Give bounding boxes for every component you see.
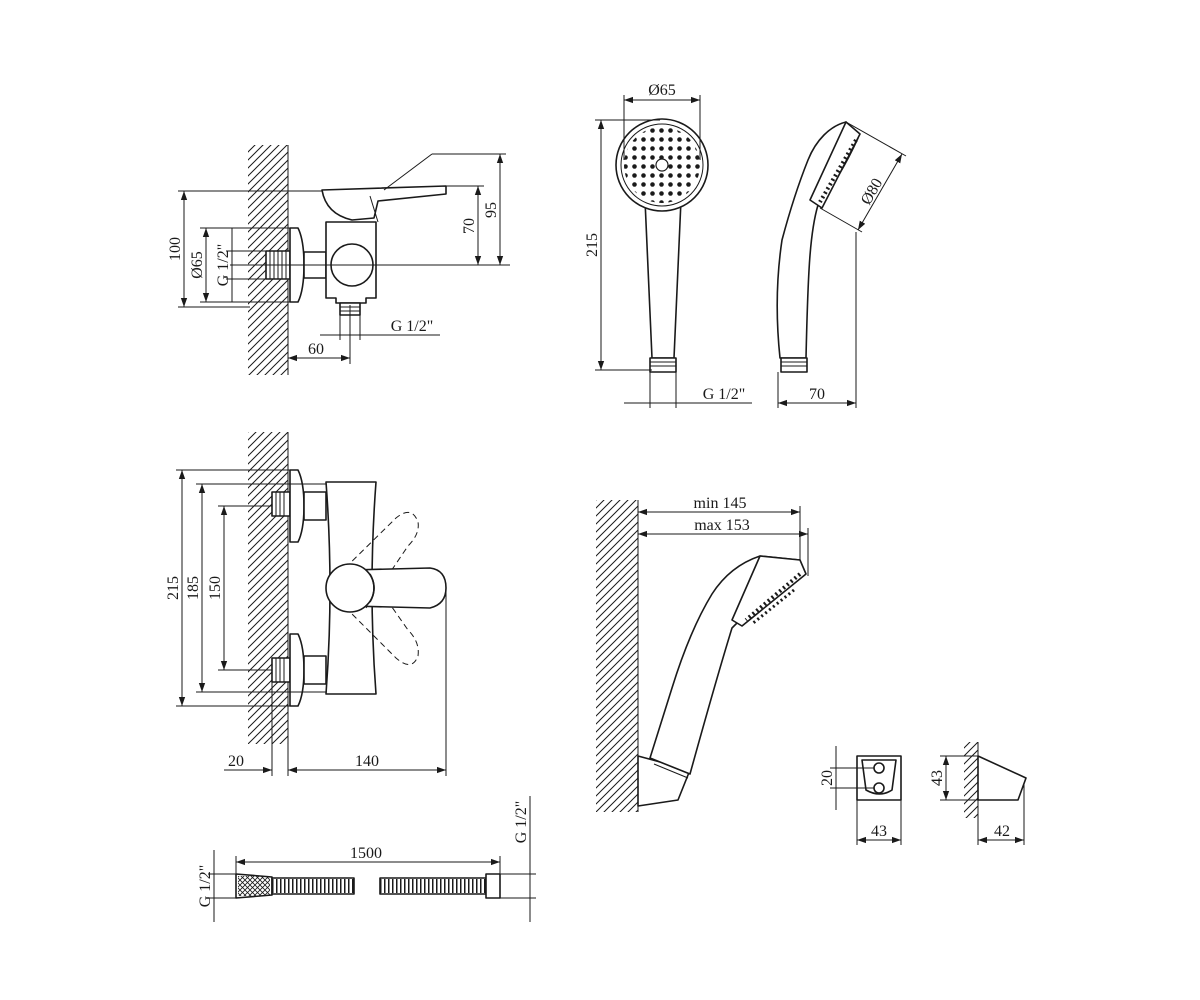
- dim-43-side-label: 43: [929, 770, 946, 786]
- shower-connector: [649, 357, 677, 373]
- dim-140-label: 140: [355, 753, 379, 770]
- mounted-nozzles-alt: [751, 588, 795, 626]
- connector-thread: [650, 361, 676, 367]
- dim-1500-label: 1500: [350, 845, 382, 862]
- hose-view: 1500 G 1/2" G 1/2": [197, 796, 536, 922]
- dim-g12-hose-left-label: G 1/2": [197, 865, 214, 908]
- dim-80-label: Ø80: [858, 176, 887, 208]
- dim-80-line: [857, 153, 903, 231]
- mixer-side-view: 100 Ø65 G 1/2" 70 95 G 1/2" 60: [167, 145, 510, 375]
- dim-70-label: 70: [461, 218, 478, 234]
- holder-side-view: 43 42: [929, 742, 1027, 845]
- shower-head-plate: [809, 121, 861, 209]
- hose-end-ferrule: [485, 873, 501, 899]
- dim-65-label: Ø65: [189, 251, 206, 279]
- lever-alt-down: [337, 569, 419, 665]
- dim-42-label: 42: [994, 823, 1010, 840]
- side-connector-thread: [781, 361, 807, 367]
- dim-g12-shower-label: G 1/2": [703, 386, 746, 403]
- mixer-front-view: 215 185 150 20 140: [165, 432, 447, 776]
- ext-line: [819, 207, 863, 233]
- wall-hatch: [248, 432, 288, 744]
- lever-hub-line: [369, 573, 375, 603]
- holder-side-shape: [977, 755, 1027, 801]
- dim-65-top-label: Ø65: [648, 82, 676, 99]
- holder-screw-top: [873, 762, 885, 774]
- shower-body-side: [776, 121, 859, 359]
- pipe-thread: [275, 658, 285, 682]
- nozzle-row-side: [818, 138, 858, 204]
- dim-min-145-label: min 145: [694, 495, 747, 512]
- dim-70-shower-label: 70: [809, 386, 825, 403]
- hose-cone-knurl: [238, 876, 270, 896]
- dim-95-label: 95: [483, 202, 500, 218]
- dim-215-front-label: 215: [165, 576, 182, 600]
- dim-185-label: 185: [185, 576, 202, 600]
- nozzle-center: [655, 158, 669, 172]
- mounted-shower-body: [649, 555, 801, 775]
- dim-43-holder-label: 43: [871, 823, 887, 840]
- mounted-nozzles: [744, 572, 802, 622]
- shower-connector-band: [649, 757, 691, 779]
- lever: [321, 185, 447, 221]
- dim-20-label: 20: [228, 753, 244, 770]
- dim-g12-bottom-label: G 1/2": [391, 318, 434, 335]
- mounted-shower-view: min 145 max 153: [596, 495, 809, 812]
- upper-escutcheon: [289, 469, 305, 543]
- lower-escutcheon: [289, 633, 305, 707]
- lever-hub: [325, 563, 375, 613]
- lower-nut: [303, 655, 327, 685]
- dim-215-label: 215: [584, 233, 601, 257]
- lower-inlet-pipe: [271, 657, 291, 683]
- wall-hatch: [596, 500, 638, 812]
- ext-line: [845, 121, 907, 157]
- holder-screw-bottom: [873, 782, 885, 794]
- upper-inlet-pipe: [271, 491, 291, 517]
- shower-head-rim: [620, 123, 704, 207]
- shower-side-connector: [780, 357, 808, 373]
- dim-100-label: 100: [167, 237, 184, 261]
- lever-projection: [383, 153, 433, 191]
- dim-150-label: 150: [207, 576, 224, 600]
- holder-front-cup: [861, 759, 897, 795]
- dim-60-label: 60: [308, 341, 324, 358]
- shower-head-side-view: Ø80 70: [776, 121, 907, 408]
- dim-g12-left-label: G 1/2": [215, 244, 232, 287]
- holder-front-view: 20 43: [819, 746, 902, 845]
- dim-max-153-label: max 153: [694, 517, 750, 534]
- mounted-shower-plate: [731, 555, 807, 627]
- upper-nut: [303, 491, 327, 521]
- shower-handle-front: [644, 199, 682, 359]
- lever-front: [351, 567, 447, 609]
- shower-head-front-view: Ø65 215 G 1/2": [584, 82, 752, 408]
- lever-edge: [369, 195, 379, 223]
- dim-20-holder-label: 20: [819, 770, 836, 786]
- holder-wall-hatch: [964, 742, 978, 818]
- dim-g12-hose-right-label: G 1/2": [513, 801, 530, 844]
- pipe-thread: [275, 492, 285, 516]
